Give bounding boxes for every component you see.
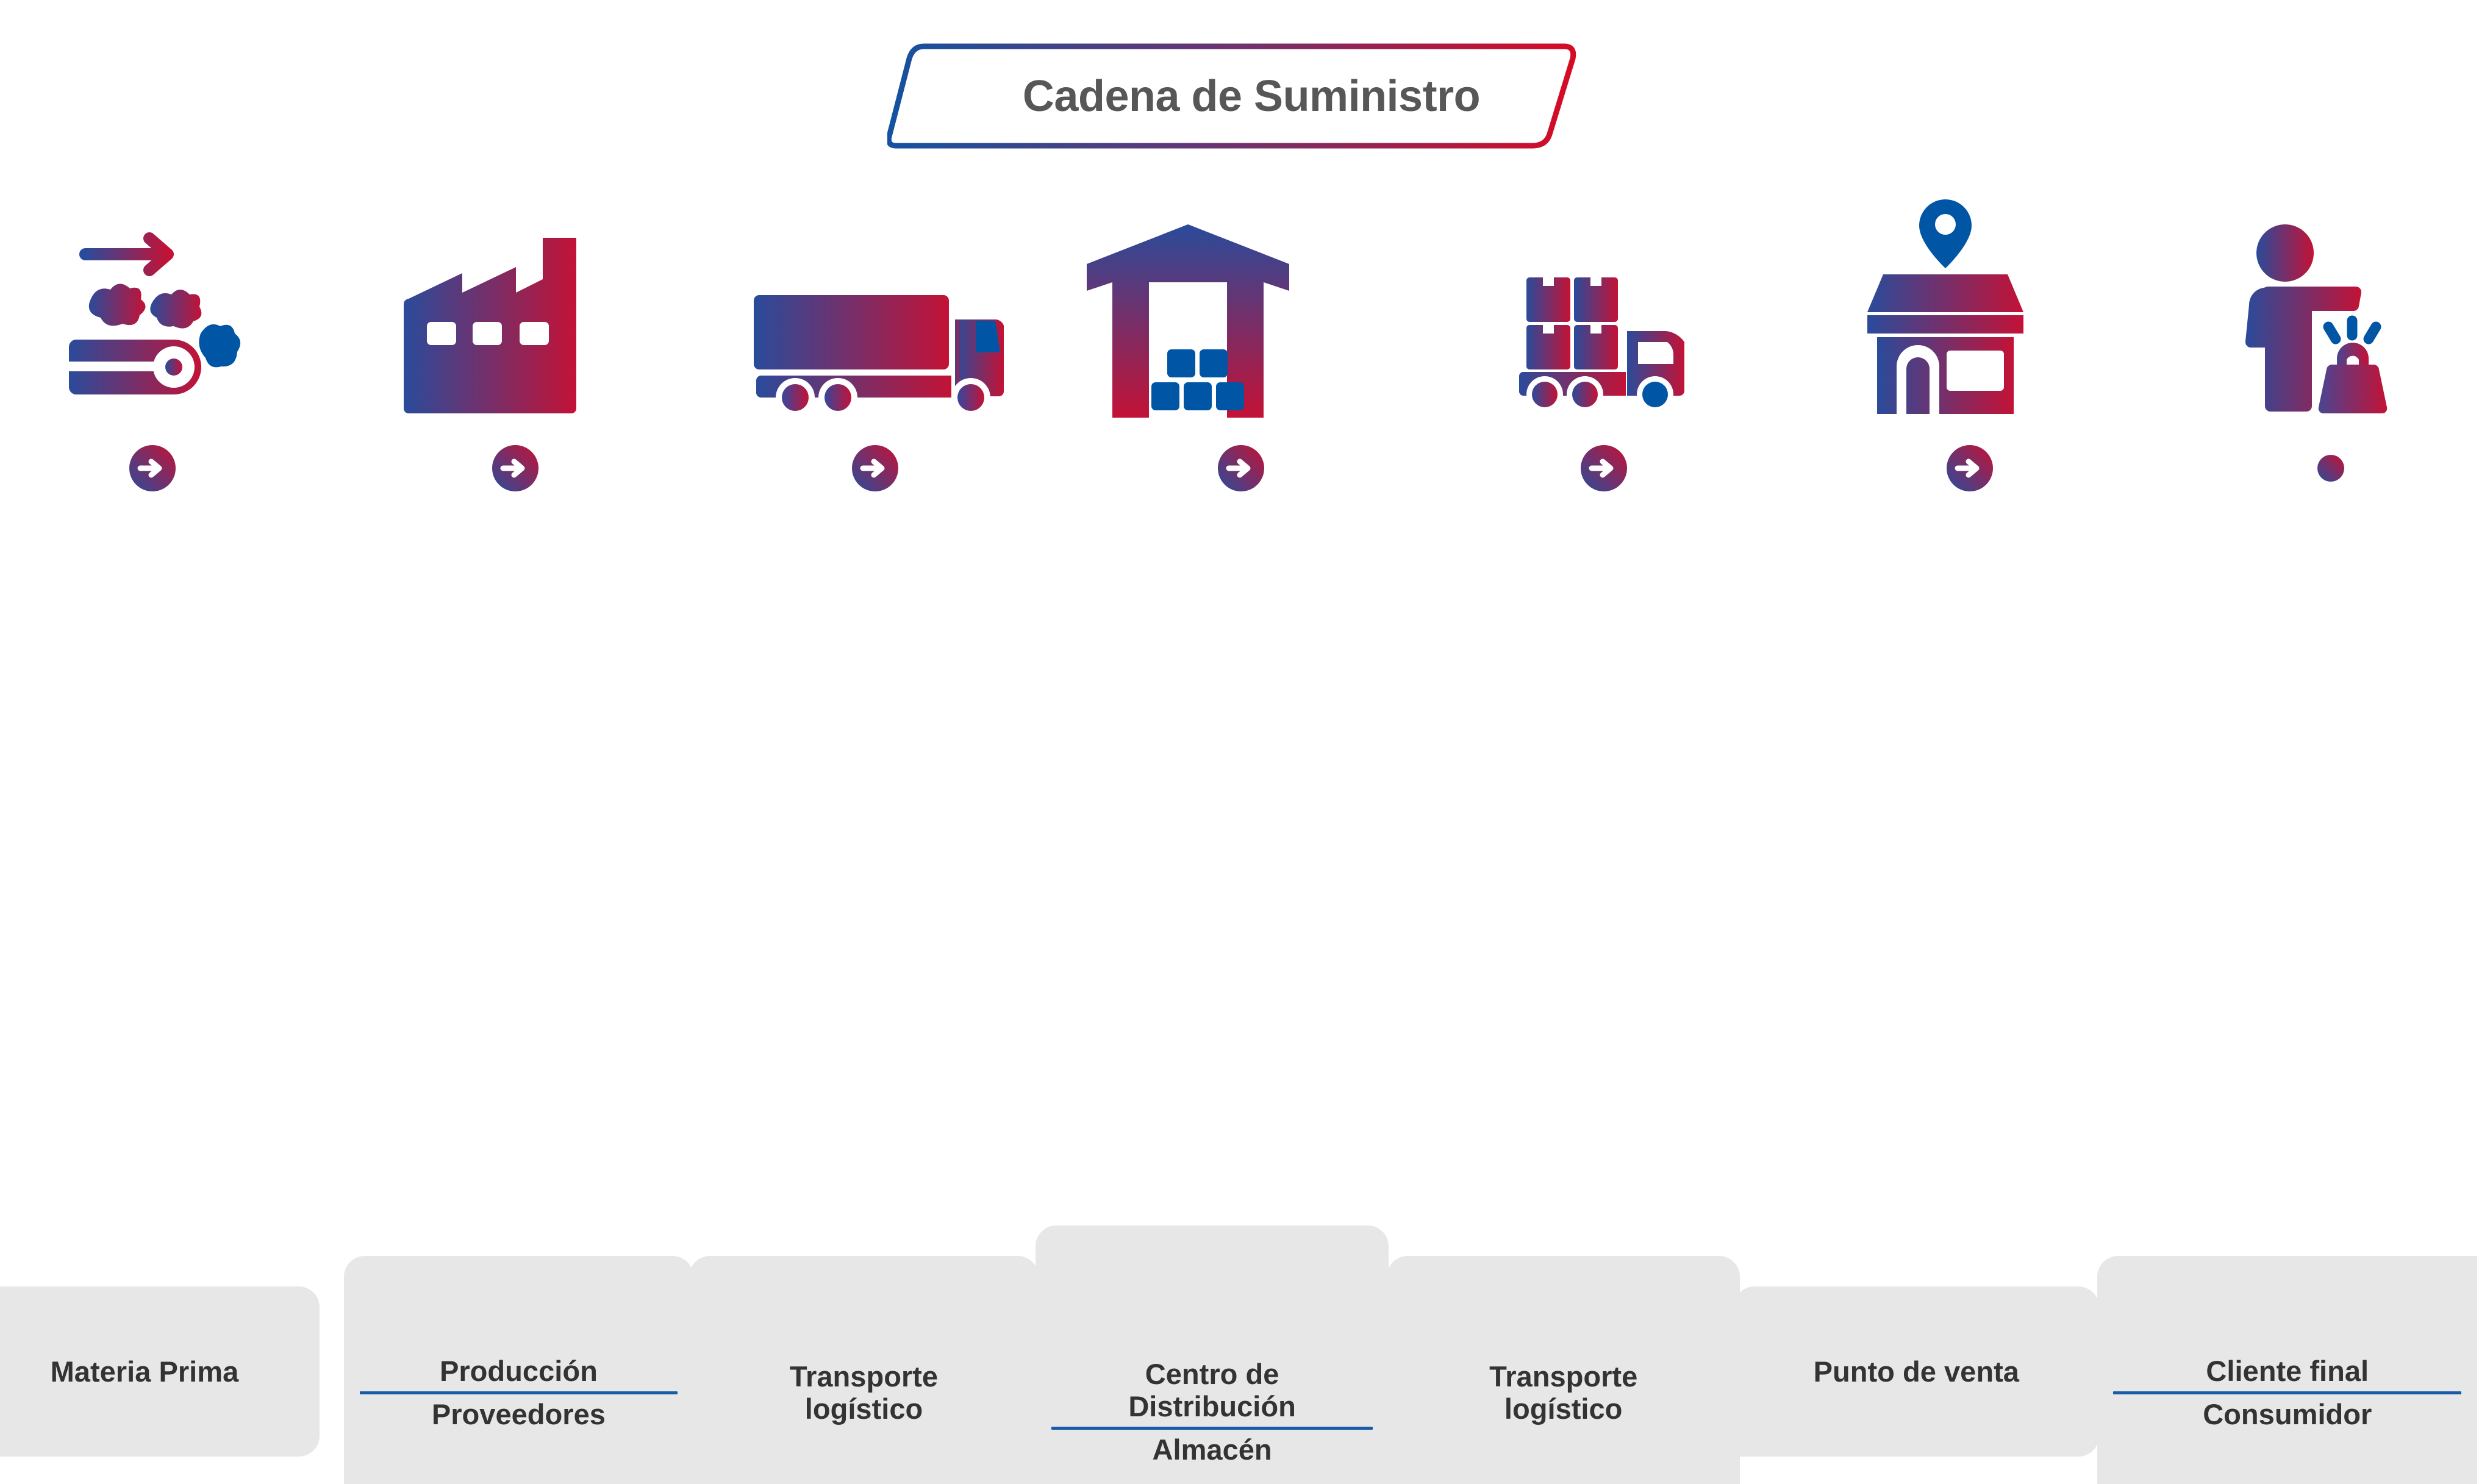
delivery-truck-icon (1506, 259, 1701, 430)
stage-label-punto-de-venta[interactable]: Punto de venta (1734, 1286, 2099, 1457)
label-divider (2113, 1391, 2462, 1395)
label-line: Proveedores (431, 1398, 606, 1431)
label-line: Almacén (1152, 1433, 1272, 1466)
timeline (0, 445, 2479, 491)
timeline-marker-arrow-4 (1218, 445, 1264, 491)
stage-label-produccion[interactable]: Producción Proveedores (343, 1255, 694, 1484)
cargo-truck-icon (732, 262, 1018, 427)
label-line: Centro de (1145, 1357, 1279, 1390)
page-title: Cadena de Suministro (1022, 71, 1481, 121)
stage-label-transporte-logistico-1[interactable]: Transporte logístico (689, 1255, 1039, 1484)
stage-label-cliente-final[interactable]: Cliente final Consumidor (2097, 1255, 2478, 1484)
label-line: logístico (1504, 1393, 1623, 1425)
label-line: Transporte (789, 1360, 939, 1393)
title-banner-border (887, 43, 1576, 149)
label-line: Cliente final (2206, 1355, 2369, 1388)
timeline-marker-arrow-3 (852, 445, 898, 491)
label-divider (1051, 1427, 1373, 1430)
stage-label-materia-prima[interactable]: Materia Prima (0, 1286, 320, 1457)
label-line: Punto de venta (1813, 1355, 2019, 1388)
warehouse-icon (1084, 223, 1292, 424)
label-line: Materia Prima (50, 1355, 239, 1388)
customer-icon (2239, 213, 2422, 424)
stage-label-centro-distribucion[interactable]: Centro de Distribución Almacén (1036, 1225, 1389, 1484)
label-line: Transporte (1489, 1360, 1638, 1393)
label-divider (359, 1391, 678, 1395)
label-line: Consumidor (2203, 1398, 2372, 1431)
timeline-marker-dot (2317, 455, 2344, 482)
factory-icon (393, 238, 588, 424)
label-line: Producción (439, 1355, 598, 1388)
label-line: Distribución (1128, 1389, 1296, 1422)
timeline-marker-arrow-6 (1947, 445, 1993, 491)
title-banner: Cadena de Suministro (887, 43, 1601, 149)
timeline-marker-arrow-2 (492, 445, 538, 491)
timeline-marker-arrow-1 (129, 445, 176, 491)
raw-material-icon (58, 216, 247, 424)
stage-label-transporte-logistico-2[interactable]: Transporte logístico (1387, 1255, 1740, 1484)
timeline-marker-arrow-5 (1581, 445, 1627, 491)
storefront-icon (1854, 192, 2037, 424)
supply-chain-diagram: Cadena de Suministro (0, 43, 2479, 1484)
label-line: logístico (804, 1393, 923, 1425)
